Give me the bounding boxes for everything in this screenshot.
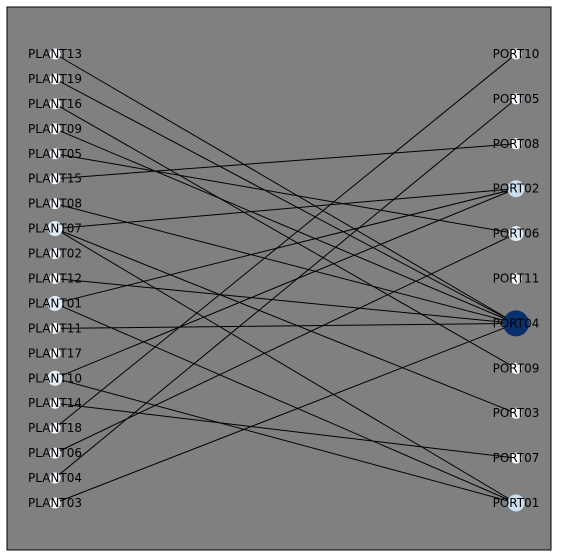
edge-plant13-port04 bbox=[54, 53, 517, 324]
node-label-plant10: PLANT10 bbox=[28, 371, 82, 385]
node-plant02 bbox=[49, 248, 61, 260]
edge-plant14-port07 bbox=[54, 402, 517, 459]
node-port08 bbox=[510, 138, 522, 150]
edge-plant07-port02 bbox=[54, 188, 517, 230]
edge-plant09-port04 bbox=[54, 128, 517, 324]
node-label-plant15: PLANT15 bbox=[28, 172, 82, 186]
edge-plant01-port01 bbox=[54, 302, 517, 504]
edge-plant07-port01 bbox=[54, 228, 517, 504]
node-layer bbox=[47, 48, 529, 512]
node-label-port10: PORT10 bbox=[493, 47, 540, 61]
node-label-port03: PORT03 bbox=[493, 406, 540, 420]
node-plant18 bbox=[49, 422, 61, 434]
node-port01 bbox=[507, 494, 525, 512]
node-plant16 bbox=[49, 98, 61, 110]
node-label-plant18: PLANT18 bbox=[28, 421, 82, 435]
edge-plant10-port02 bbox=[54, 188, 517, 379]
node-plant08 bbox=[49, 198, 61, 210]
node-plant11 bbox=[49, 322, 61, 334]
node-label-plant14: PLANT14 bbox=[28, 396, 82, 410]
node-label-plant09: PLANT09 bbox=[28, 122, 82, 136]
node-port02 bbox=[507, 180, 525, 198]
node-port03 bbox=[510, 407, 522, 419]
node-plant09 bbox=[49, 123, 61, 135]
edge-plant08-port04 bbox=[54, 203, 517, 324]
node-label-port09: PORT09 bbox=[493, 361, 540, 375]
node-plant07 bbox=[47, 221, 63, 237]
node-port05 bbox=[510, 93, 522, 105]
node-label-port06: PORT06 bbox=[493, 227, 540, 241]
node-label-plant11: PLANT11 bbox=[28, 321, 82, 335]
node-plant14 bbox=[49, 397, 61, 409]
node-label-port08: PORT08 bbox=[493, 137, 540, 151]
edge-layer bbox=[54, 53, 517, 504]
edge-plant11-port04 bbox=[54, 322, 517, 329]
node-label-plant05: PLANT05 bbox=[28, 147, 82, 161]
edge-plant01-port02 bbox=[54, 188, 517, 304]
node-port06 bbox=[508, 226, 524, 242]
node-plant13 bbox=[49, 48, 61, 60]
node-label-plant08: PLANT08 bbox=[28, 197, 82, 211]
node-plant03 bbox=[49, 497, 61, 509]
node-plant01 bbox=[47, 295, 63, 311]
node-label-plant02: PLANT02 bbox=[28, 247, 82, 261]
node-plant10 bbox=[47, 370, 63, 386]
node-label-plant03: PLANT03 bbox=[28, 496, 82, 510]
edge-plant12-port04 bbox=[54, 278, 517, 324]
node-label-plant19: PLANT19 bbox=[28, 72, 82, 86]
node-port11 bbox=[510, 273, 522, 284]
node-label-port05: PORT05 bbox=[493, 92, 540, 106]
edge-plant07-port03 bbox=[54, 228, 517, 414]
edge-plant15-port08 bbox=[54, 143, 517, 180]
node-label-port11: PORT11 bbox=[493, 272, 540, 286]
node-plant17 bbox=[49, 347, 61, 359]
edge-plant10-port01 bbox=[54, 377, 517, 504]
edge-plant06-port06 bbox=[54, 233, 517, 454]
node-label-port04: PORT04 bbox=[493, 316, 540, 330]
node-label-plant01: PLANT01 bbox=[28, 296, 82, 310]
edge-plant19-port04 bbox=[54, 78, 517, 324]
node-label-plant07: PLANT07 bbox=[28, 222, 82, 236]
node-plant05 bbox=[49, 148, 61, 160]
node-port09 bbox=[510, 362, 522, 374]
node-label-plant04: PLANT04 bbox=[28, 471, 82, 485]
node-port10 bbox=[510, 48, 522, 60]
node-label-plant13: PLANT13 bbox=[28, 47, 82, 61]
node-plant04 bbox=[49, 472, 61, 484]
label-layer: PLANT13PLANT19PLANT16PLANT09PLANT05PLANT… bbox=[28, 47, 539, 510]
node-plant15 bbox=[49, 173, 61, 185]
node-plant06 bbox=[49, 447, 61, 459]
edge-plant18-port10 bbox=[54, 53, 517, 429]
edge-plant04-port05 bbox=[54, 98, 517, 479]
node-label-port02: PORT02 bbox=[493, 182, 540, 196]
node-label-plant06: PLANT06 bbox=[28, 446, 82, 460]
node-port04 bbox=[503, 310, 529, 337]
node-label-plant17: PLANT17 bbox=[28, 346, 82, 360]
node-plant19 bbox=[49, 73, 61, 85]
node-label-plant16: PLANT16 bbox=[28, 97, 82, 111]
node-label-port07: PORT07 bbox=[493, 451, 540, 465]
plot-area bbox=[6, 6, 552, 551]
edge-plant03-port04 bbox=[54, 322, 517, 504]
node-label-plant12: PLANT12 bbox=[28, 272, 82, 286]
node-port07 bbox=[510, 452, 522, 464]
node-plant12 bbox=[49, 273, 61, 284]
node-label-port01: PORT01 bbox=[493, 496, 540, 510]
